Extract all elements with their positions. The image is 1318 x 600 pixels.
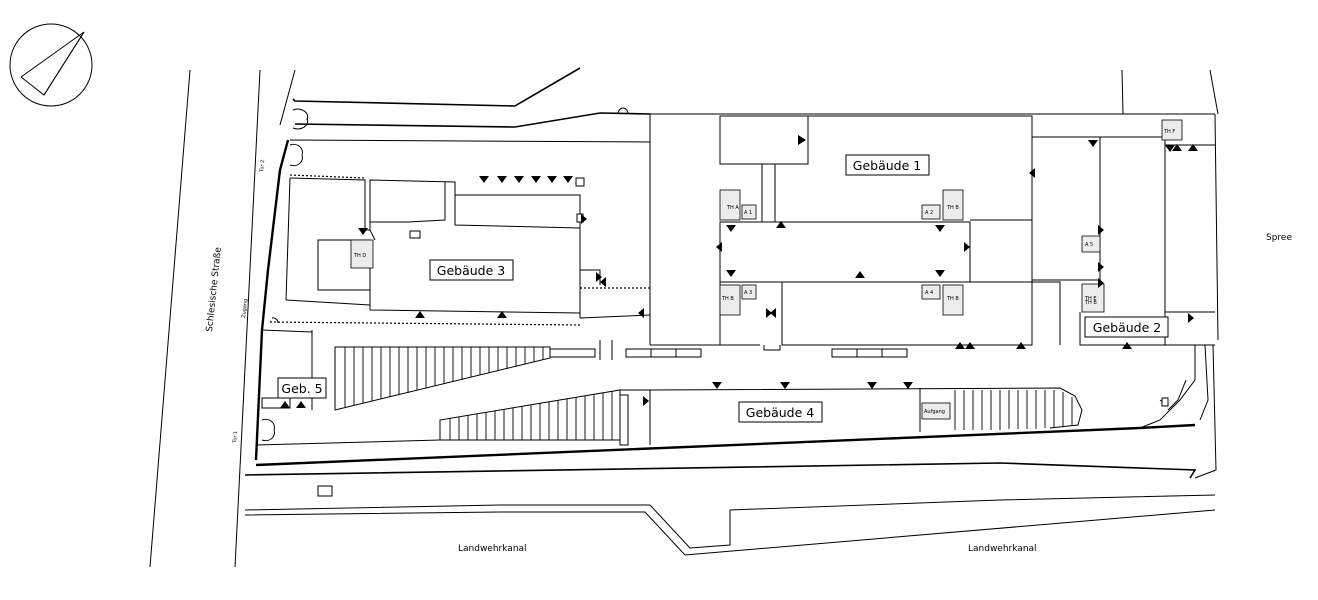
- stair-th-a: TH A: [726, 205, 739, 211]
- parking-bays: [549, 340, 908, 360]
- south-boundary: [244, 344, 1217, 556]
- building-1-outline: [649, 114, 1215, 346]
- stair-th-b4: TH B: [1084, 300, 1097, 306]
- stair-boxes: TH A A 1 TH B A 2 TH B A 3 TH B A 4 TH D…: [350, 119, 1183, 420]
- exit-markers: [280, 135, 1198, 408]
- label-building-5: Geb. 5: [281, 381, 322, 396]
- stair-a-1: A 1: [744, 210, 752, 216]
- stair-a-2: A 2: [925, 210, 933, 216]
- label-access: Zugang: [241, 298, 249, 318]
- carport-upper: [261, 321, 581, 411]
- label-canal-right: Landwehrkanal: [968, 544, 1037, 554]
- building-labels: Gebäude 1 Gebäude 2 Gebäude 3 Gebäude 4 …: [277, 154, 1169, 423]
- carport-lower: [439, 389, 650, 446]
- north-boundary: [292, 67, 651, 128]
- stair-th-e: TH E: [1084, 296, 1097, 302]
- label-building-4: Gebäude 4: [746, 405, 814, 420]
- street-outline: [149, 69, 296, 568]
- stair-th-f: TH F: [1163, 129, 1175, 135]
- stair-a-4: A 4: [925, 290, 933, 296]
- label-gate-1: Tor 1: [232, 431, 239, 445]
- stair-a-5: A 5: [1085, 242, 1093, 248]
- stair-th-d: TH D: [353, 253, 366, 259]
- building-5-outline: [261, 397, 291, 409]
- label-canal-left: Landwehrkanal: [458, 544, 527, 554]
- site-boundary: [254, 69, 1219, 461]
- building-4-outline: [649, 387, 1083, 445]
- label-building-2: Gebäude 2: [1093, 320, 1161, 335]
- stair-note: Aufgang: [924, 409, 945, 415]
- stair-th-b3: TH B: [946, 296, 959, 302]
- label-street: Schlesische Straße: [205, 246, 224, 332]
- stair-th-b2: TH B: [721, 296, 734, 302]
- building-3-outline: [285, 174, 651, 319]
- north-arrow-icon: [9, 23, 93, 107]
- stair-a-3: A 3: [744, 290, 752, 296]
- stair-th-b1: TH B: [946, 205, 959, 211]
- gate-arcs: [261, 108, 309, 442]
- label-river: Spree: [1266, 233, 1292, 243]
- label-gate-2: Tor 2: [259, 160, 266, 174]
- label-building-3: Gebäude 3: [437, 263, 505, 278]
- label-building-1: Gebäude 1: [853, 158, 921, 173]
